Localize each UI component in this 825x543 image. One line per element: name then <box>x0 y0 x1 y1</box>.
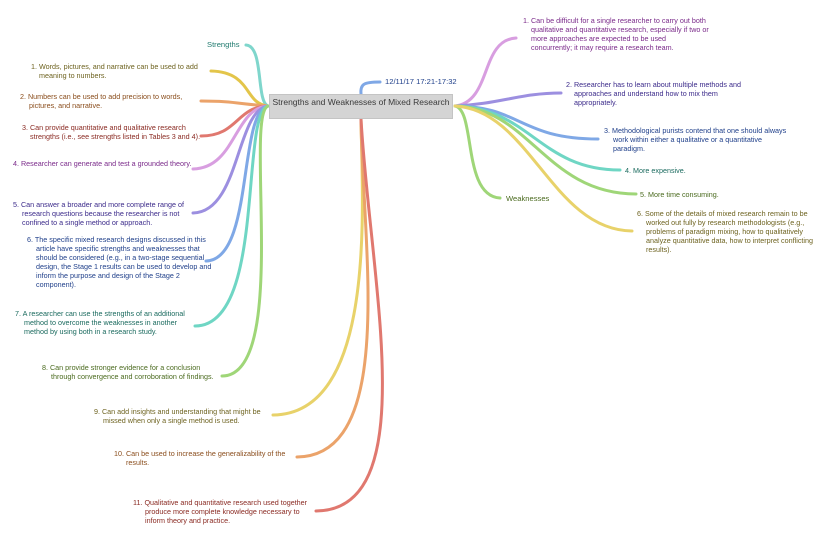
weakness-6-connector <box>453 104 634 233</box>
weaknesses-connector <box>453 104 502 200</box>
strength-item-2[interactable]: 2. Numbers can be used to add precision … <box>20 92 183 110</box>
weakness-item-3[interactable]: 3. Methodological purists contend that o… <box>604 126 787 153</box>
timestamp-label: 12/11/17 17:21-17:32 <box>385 77 457 86</box>
strength-item-7[interactable]: 7. A researcher can use the strengths of… <box>15 309 185 336</box>
strength-4-connector <box>191 104 270 171</box>
strength-7-connector <box>193 104 270 328</box>
central-topic[interactable]: Strengths and Weaknesses of Mixed Resear… <box>269 94 453 119</box>
strength-10-connector <box>295 117 370 459</box>
strength-9-connector <box>271 117 364 417</box>
strength-6-connector <box>204 104 270 263</box>
timestamp-connector <box>359 80 382 96</box>
strength-item-10[interactable]: 10. Can be used to increase the generali… <box>114 449 286 467</box>
weakness-item-1[interactable]: 1. Can be difficult for a single researc… <box>523 16 709 52</box>
strengths-branch-label[interactable]: Strengths <box>207 40 240 49</box>
weakness-item-5[interactable]: 5. More time consuming. <box>640 190 719 199</box>
weakness-item-2[interactable]: 2. Researcher has to learn about multipl… <box>566 80 741 107</box>
strength-item-4[interactable]: 4. Researcher can generate and test a gr… <box>13 159 192 168</box>
strength-5-connector <box>191 104 270 215</box>
weakness-1-connector <box>453 36 518 108</box>
strength-item-11[interactable]: 11. Qualitative and quantitative researc… <box>133 498 308 525</box>
strength-item-3[interactable]: 3. Can provide quantitative and qualitat… <box>22 123 201 141</box>
weaknesses-branch-label[interactable]: Weaknesses <box>506 194 550 203</box>
strength-item-8[interactable]: 8. Can provide stronger evidence for a c… <box>42 363 214 381</box>
strength-8-connector <box>220 104 270 378</box>
weakness-item-4[interactable]: 4. More expensive. <box>625 166 686 175</box>
strength-item-5[interactable]: 5. Can answer a broader and more complet… <box>13 200 185 227</box>
strength-item-1[interactable]: 1. Words, pictures, and narrative can be… <box>31 62 198 80</box>
weakness-item-6[interactable]: 6. Some of the details of mixed research… <box>637 209 814 254</box>
weakness-5-connector <box>453 104 638 196</box>
strength-11-connector <box>314 117 384 513</box>
strength-item-9[interactable]: 9. Can add insights and understanding th… <box>94 407 261 425</box>
strengths-connector <box>244 43 270 108</box>
strength-item-6[interactable]: 6. The specific mixed research designs d… <box>27 235 212 289</box>
